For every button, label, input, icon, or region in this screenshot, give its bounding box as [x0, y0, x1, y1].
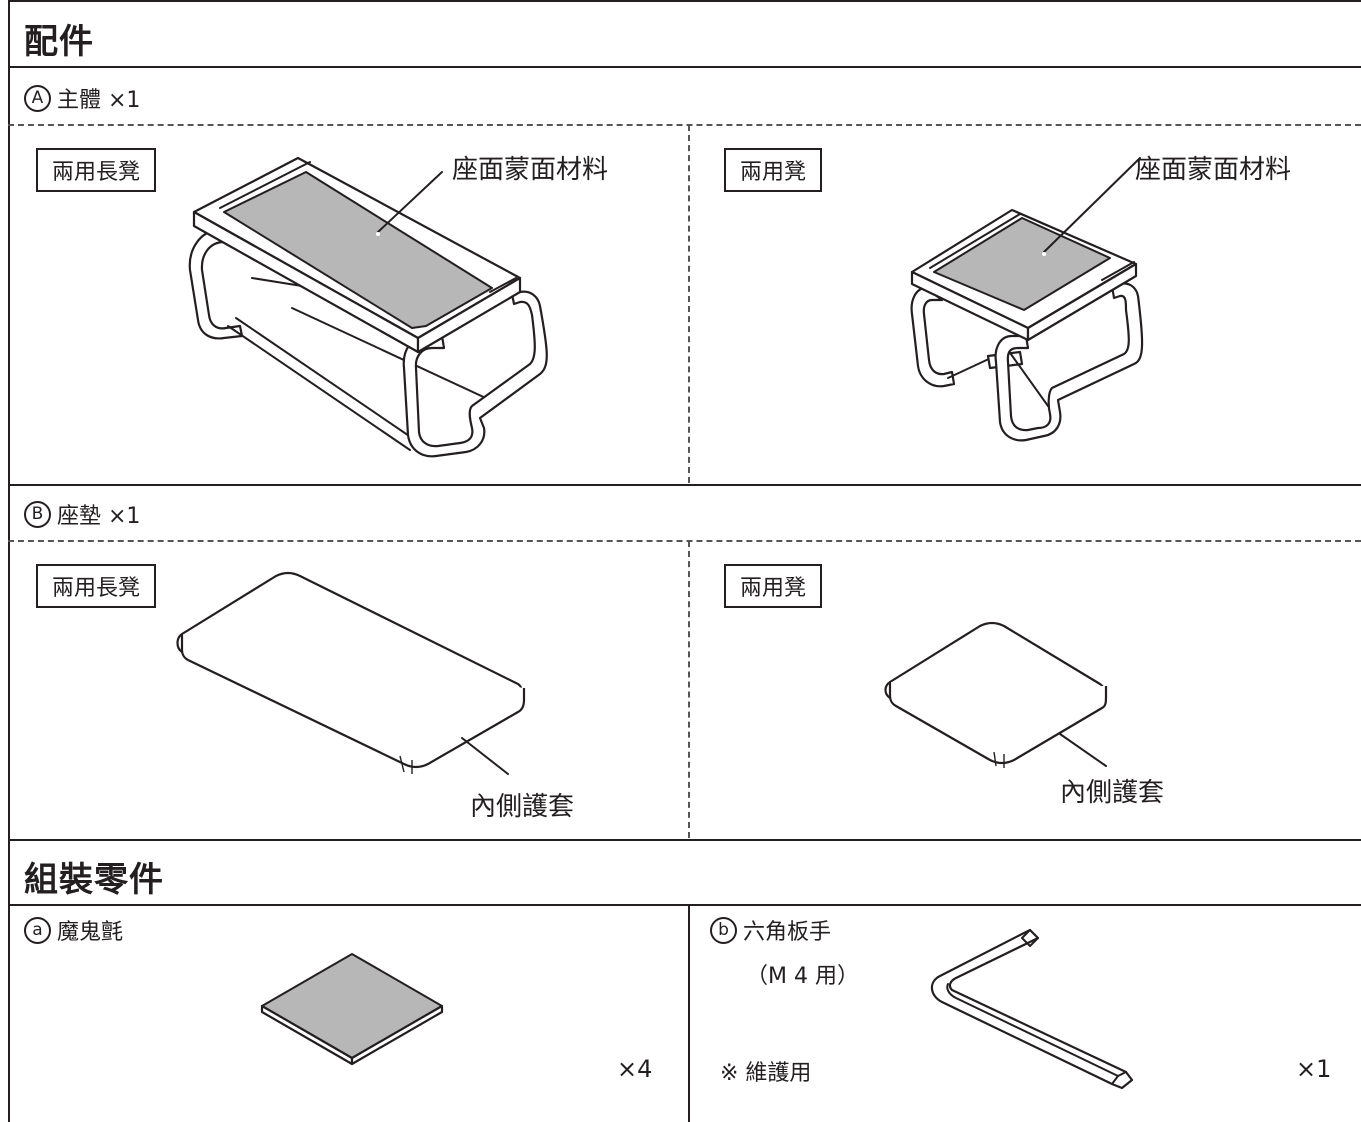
assembly-b-label: 六角板手: [743, 920, 832, 945]
assembly-a-mark: a: [24, 916, 51, 944]
assembly-b-title: b 六角板手: [710, 914, 831, 946]
dashed-column-divider: [688, 541, 690, 838]
section-title-assembly: 組裝零件: [24, 860, 164, 900]
long-cushion-illustration: [176, 571, 526, 775]
assembly-a-label: 魔鬼氈: [57, 920, 124, 945]
assembly-b-mark: b: [710, 916, 737, 944]
callout-seat-cover-stool: 座面蒙面材料: [1135, 155, 1292, 185]
velcro-illustration: [260, 953, 444, 1066]
divider: [8, 904, 1361, 906]
part-a-label: 主體 ×1: [57, 88, 141, 113]
divider: [8, 484, 1361, 486]
tag-long-bench: 兩用長凳: [36, 148, 157, 192]
hex-wrench-illustration: [930, 928, 1134, 1090]
wrench-size: （M 4 用）: [746, 964, 859, 989]
divider: [8, 839, 1361, 841]
long-bench-illustration: [188, 156, 548, 458]
callout-inner-cover: 內側護套: [470, 792, 575, 822]
part-b-mark: B: [24, 500, 51, 528]
part-a-mark: A: [24, 84, 51, 112]
part-a-title: A 主體 ×1: [24, 82, 140, 114]
document-frame: [8, 0, 1361, 1122]
divider: [8, 66, 1361, 68]
stool-illustration: [910, 157, 1144, 442]
assembly-a-title: a 魔鬼氈: [24, 914, 123, 946]
maintenance-note: ※ 維護用: [720, 1061, 812, 1086]
small-cushion-illustration: [884, 621, 1108, 768]
wrench-quantity: ×1: [1296, 1055, 1332, 1083]
tag-stool: 兩用凳: [724, 148, 823, 192]
tag-stool: 兩用凳: [724, 564, 823, 608]
velcro-quantity: ×4: [617, 1055, 653, 1083]
section-title-parts: 配件: [24, 22, 94, 62]
tag-long-bench: 兩用長凳: [36, 564, 157, 608]
column-divider: [688, 905, 690, 1122]
callout-seat-cover: 座面蒙面材料: [452, 155, 609, 185]
dashed-column-divider: [688, 125, 690, 483]
part-b-label: 座墊 ×1: [57, 504, 141, 529]
dashed-divider: [8, 124, 1361, 126]
part-b-title: B 座墊 ×1: [24, 498, 140, 530]
dashed-divider: [8, 540, 1361, 542]
callout-inner-cover-stool: 內側護套: [1060, 778, 1165, 808]
